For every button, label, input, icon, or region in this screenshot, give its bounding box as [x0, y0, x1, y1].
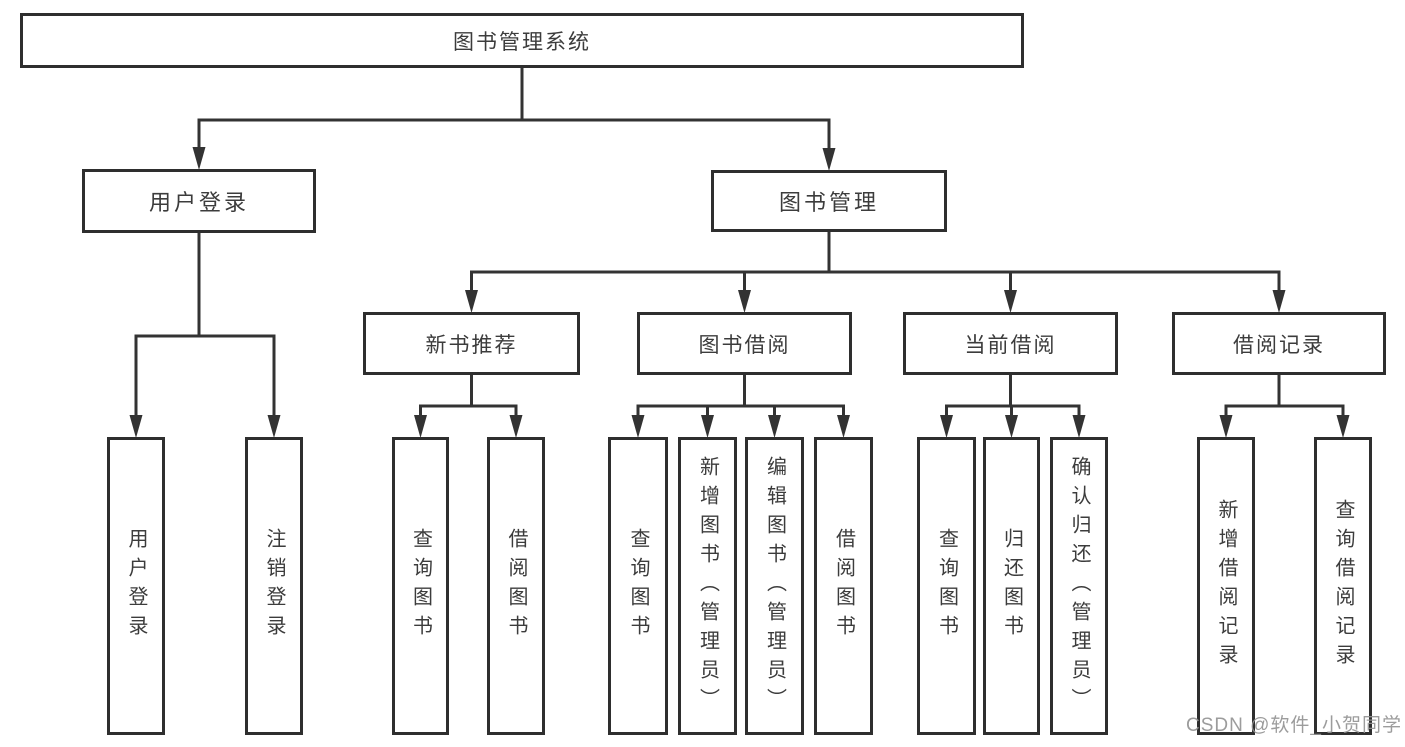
- node-label-leaf-rec-borrow: 借阅图书: [505, 528, 527, 644]
- node-label-current-borrow: 当前借阅: [964, 333, 1057, 357]
- node-leaf-bb-query: 查询图书: [608, 437, 668, 735]
- node-label-leaf-bb-edit: 编辑图书（管理员）: [763, 455, 786, 717]
- node-label-leaf-br-query: 查询借阅记录: [1332, 499, 1354, 673]
- node-label-leaf-cb-query: 查询图书: [935, 528, 958, 644]
- node-leaf-br-query: 查询借阅记录: [1314, 437, 1372, 735]
- node-label-leaf-bb-query: 查询图书: [627, 528, 649, 644]
- node-user-login: 用户登录: [82, 169, 316, 233]
- node-root: 图书管理系统: [20, 13, 1024, 68]
- node-book-mgmt: 图书管理: [711, 170, 947, 232]
- node-book-borrow: 图书借阅: [637, 312, 852, 375]
- node-label-leaf-bb-add: 新增图书（管理员）: [696, 455, 719, 717]
- node-label-leaf-br-add: 新增借阅记录: [1215, 499, 1237, 673]
- node-label-leaf-cb-confirm: 确认归还（管理员）: [1068, 455, 1090, 717]
- node-leaf-login: 用户登录: [107, 437, 165, 735]
- node-leaf-br-add: 新增借阅记录: [1197, 437, 1255, 735]
- node-leaf-rec-query: 查询图书: [392, 437, 449, 735]
- node-leaf-cb-confirm: 确认归还（管理员）: [1050, 437, 1108, 735]
- node-leaf-cb-query: 查询图书: [917, 437, 976, 735]
- node-label-new-book-rec: 新书推荐: [425, 333, 518, 357]
- node-label-user-login: 用户登录: [148, 190, 249, 215]
- node-label-borrow-record: 借阅记录: [1233, 333, 1325, 357]
- node-label-leaf-bb-borrow: 借阅图书: [832, 528, 855, 644]
- node-leaf-bb-add: 新增图书（管理员）: [678, 437, 737, 735]
- node-label-leaf-cb-return: 归还图书: [1000, 528, 1023, 644]
- node-label-leaf-login: 用户登录: [125, 528, 147, 644]
- node-label-leaf-rec-query: 查询图书: [409, 528, 432, 644]
- node-leaf-logout: 注销登录: [245, 437, 303, 735]
- node-leaf-bb-borrow: 借阅图书: [814, 437, 873, 735]
- node-label-book-mgmt: 图书管理: [778, 190, 879, 215]
- node-leaf-bb-edit: 编辑图书（管理员）: [745, 437, 804, 735]
- node-leaf-rec-borrow: 借阅图书: [487, 437, 545, 735]
- node-current-borrow: 当前借阅: [903, 312, 1118, 375]
- node-new-book-rec: 新书推荐: [363, 312, 580, 375]
- node-borrow-record: 借阅记录: [1172, 312, 1386, 375]
- node-label-leaf-logout: 注销登录: [263, 528, 285, 644]
- node-label-root: 图书管理系统: [453, 30, 591, 54]
- node-leaf-cb-return: 归还图书: [983, 437, 1040, 735]
- node-label-book-borrow: 图书借阅: [698, 333, 791, 357]
- watermark: CSDN @软件_小贺同学: [1186, 715, 1402, 736]
